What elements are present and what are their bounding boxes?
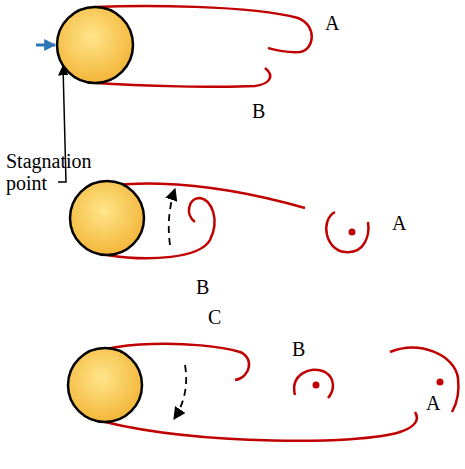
part-label: B	[196, 276, 226, 298]
part-label: A	[392, 212, 422, 234]
part-label: A	[325, 12, 355, 34]
part-label: A	[426, 392, 456, 414]
part-label: B	[252, 100, 282, 122]
cylinders	[57, 7, 144, 422]
vortex-cores	[313, 229, 444, 389]
part-label: C	[208, 306, 238, 328]
rotation-arrows	[169, 189, 186, 419]
part-label: B	[292, 338, 322, 360]
flow-arrow	[36, 44, 55, 47]
annotation-label: Stagnation point	[6, 150, 106, 194]
